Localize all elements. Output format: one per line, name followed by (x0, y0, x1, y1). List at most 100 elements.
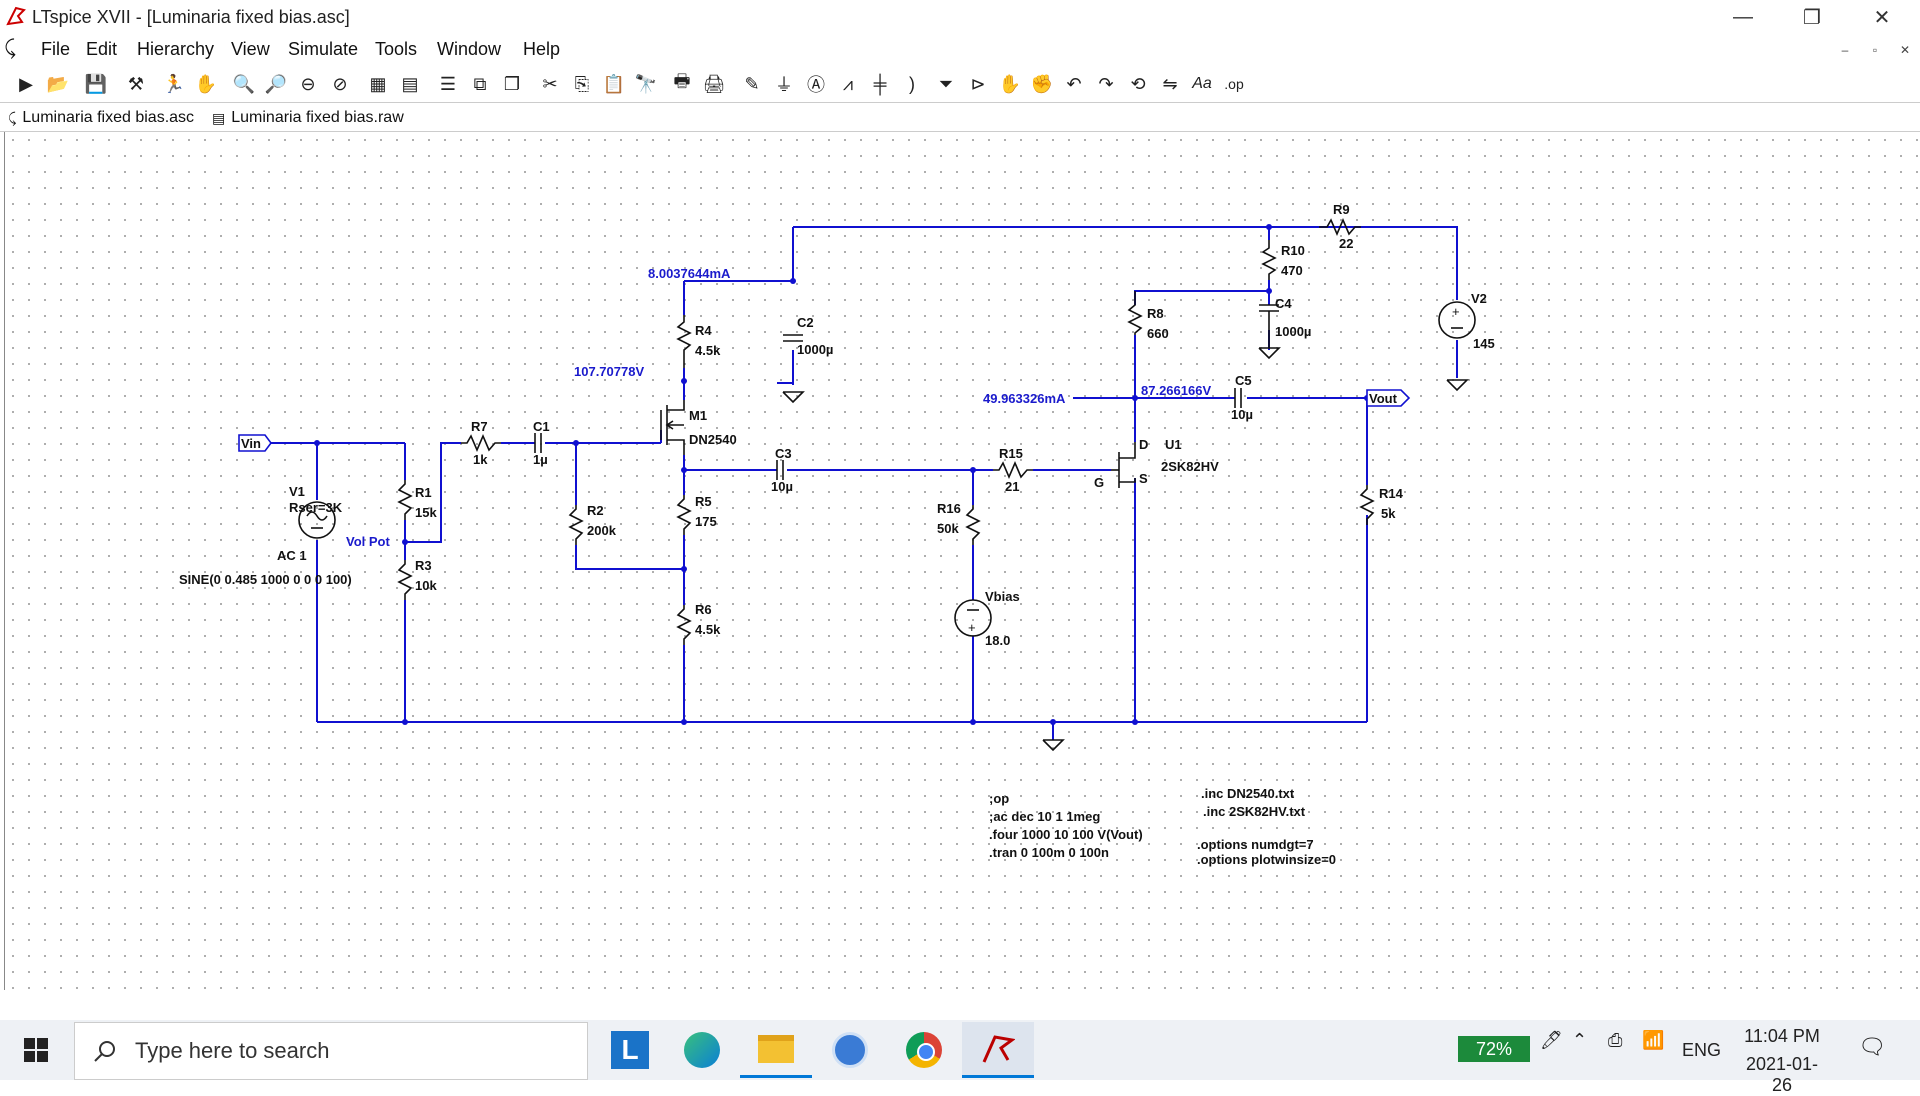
directive-line: .options plotwinsize=0 (1197, 852, 1336, 867)
copy-icon[interactable]: ⎘ (574, 73, 590, 94)
r3-name: R3 (415, 558, 432, 573)
mdi-restore-button[interactable]: ▫ (1872, 43, 1878, 57)
component-icon[interactable]: ⊳ (970, 73, 986, 94)
print-preview-icon[interactable]: 🖨 (702, 73, 726, 94)
menu-tools[interactable]: Tools (375, 39, 418, 59)
spice-directive-icon[interactable]: .op (1224, 76, 1244, 92)
c1-name: C1 (533, 419, 550, 434)
diode-icon[interactable]: ⏷ (938, 73, 954, 94)
schematic-element (1446, 379, 1469, 392)
messenger-app-icon[interactable] (814, 1022, 886, 1078)
new-schematic-icon[interactable]: ▶ (19, 73, 33, 94)
minimize-button[interactable]: — (1733, 5, 1753, 28)
schematic-element (790, 278, 796, 284)
tile-vertical-icon[interactable]: ⧉ (473, 73, 487, 94)
redo-icon[interactable]: ↷ (1098, 73, 1114, 94)
mirror-icon[interactable]: ⇋ (1162, 73, 1178, 94)
menu-window[interactable]: Window (437, 39, 502, 59)
mdi-minimize-button[interactable]: – (1841, 43, 1849, 57)
r9-name: R9 (1333, 202, 1350, 217)
undo-icon[interactable]: ↶ (1066, 73, 1082, 94)
toolbar: ▶ 📂 💾 ⚒ 🏃 ✋ 🔍 🔎 ⊖ ⊘ ▦ ▤ ☰ ⧉ ❐ ✂ ⎘ 📋 🔭 🖶 … (0, 64, 1920, 103)
cascade-icon[interactable]: ❐ (503, 73, 521, 94)
schematic-element (782, 391, 805, 404)
text-icon[interactable]: Aa (1192, 75, 1212, 92)
tab-schematic-label: Luminaria fixed bias.asc (22, 109, 195, 126)
r1-value: 15k (415, 505, 437, 520)
notification-center-icon[interactable]: 🗨 (1858, 1034, 1886, 1059)
edge-browser-icon[interactable] (666, 1022, 738, 1078)
inductor-icon[interactable]: ) (909, 73, 915, 94)
resistor-icon[interactable]: ⩘ (842, 73, 854, 94)
control-panel-icon[interactable]: ⚒ (127, 73, 145, 94)
schematic-element (405, 510, 442, 543)
ground-icon[interactable]: ⏚ (775, 75, 793, 95)
wire-pencil-icon[interactable]: ✎ (744, 73, 760, 94)
menu-file[interactable]: File (41, 39, 71, 59)
menu-edit[interactable]: Edit (86, 39, 118, 59)
tab-schematic[interactable]: ⤹ Luminaria fixed bias.asc (8, 107, 194, 129)
r4-name: R4 (695, 323, 712, 338)
battery-indicator[interactable]: 72% (1458, 1036, 1530, 1062)
save-icon[interactable]: 💾 (84, 73, 108, 94)
menu-view[interactable]: View (231, 39, 270, 59)
menu-help[interactable]: Help (523, 39, 561, 59)
schematic-element (1132, 395, 1138, 401)
drag-hand-icon[interactable]: ✊ (1030, 73, 1054, 94)
directive-line: .inc DN2540.txt (1201, 786, 1295, 801)
meet-now-icon[interactable]: ⎙ (1608, 1030, 1623, 1050)
resistor-r15 (993, 460, 1033, 480)
chevron-up-icon[interactable]: ⌃ (1572, 1030, 1588, 1050)
schematic-element (1266, 288, 1272, 294)
directive-line: .options numdgt=7 (1197, 837, 1314, 852)
clock-date[interactable]: 2021-01-26 (1745, 1054, 1819, 1095)
resistor-r10 (1261, 240, 1277, 280)
taskbar-search[interactable]: Type here to search (74, 1022, 588, 1080)
delete-trace-icon[interactable]: ▤ (401, 73, 419, 94)
menu-hierarchy[interactable]: Hierarchy (137, 39, 215, 59)
schematic-canvas[interactable]: + (4, 132, 1919, 990)
close-button[interactable]: ✕ (1873, 6, 1891, 29)
chrome-browser-icon[interactable] (888, 1022, 960, 1078)
zoom-fit-icon[interactable]: ⊘ (332, 73, 348, 94)
ltspice-l-app-icon[interactable]: L (594, 1022, 666, 1078)
print-icon[interactable]: 🖶 (673, 71, 691, 91)
r2-value: 200k (587, 523, 617, 538)
resistor-r6 (676, 605, 692, 645)
resistor-r14 (1359, 485, 1375, 525)
language-indicator[interactable]: ENG (1682, 1040, 1722, 1060)
schematic-element (314, 440, 320, 446)
restore-button[interactable]: ❐ (1803, 6, 1821, 29)
capacitor-icon[interactable]: ╪ (873, 73, 887, 94)
wifi-icon[interactable]: 📶 (1642, 1030, 1665, 1050)
schematic-element (1050, 719, 1056, 725)
windows-start-icon[interactable] (0, 1022, 72, 1078)
zoom-out-icon[interactable]: ⊖ (300, 73, 316, 94)
pen-tray-icon[interactable]: 🖊 (1540, 1030, 1563, 1050)
halt-icon[interactable]: ✋ (194, 73, 218, 94)
zoom-in-icon[interactable]: 🔍 (232, 73, 256, 94)
run-icon[interactable]: 🏃 (162, 73, 186, 94)
autorange-icon[interactable]: ▦ (369, 73, 387, 94)
cut-icon[interactable]: ✂ (542, 73, 558, 94)
find-icon[interactable]: 🔭 (634, 73, 658, 94)
r14-value: 5k (1381, 506, 1396, 521)
u1-value: 2SK82HV (1161, 459, 1219, 474)
schematic-element (681, 566, 687, 572)
mdi-close-button[interactable]: ✕ (1899, 43, 1911, 57)
tab-raw[interactable]: ▤ Luminaria fixed bias.raw (212, 107, 404, 129)
resistor-r3 (397, 560, 413, 600)
tab-raw-label: Luminaria fixed bias.raw (231, 109, 404, 126)
ltspice-taskbar-icon[interactable] (962, 1022, 1034, 1078)
clock-time[interactable]: 11:04 PM (1744, 1026, 1820, 1046)
file-explorer-icon[interactable] (740, 1022, 812, 1078)
open-folder-icon[interactable]: 📂 (46, 73, 70, 94)
pan-icon[interactable]: 🔎 (264, 73, 288, 94)
menu-simulate[interactable]: Simulate (288, 39, 359, 59)
tile-horizontal-icon[interactable]: ☰ (439, 73, 457, 94)
rotate-icon[interactable]: ⟲ (1130, 73, 1146, 94)
label-net-icon[interactable]: Ⓐ (807, 75, 825, 95)
paste-icon[interactable]: 📋 (602, 73, 626, 94)
move-hand-icon[interactable]: ✋ (998, 73, 1022, 94)
schematic-doc-icon: ⤹ (4, 37, 16, 59)
